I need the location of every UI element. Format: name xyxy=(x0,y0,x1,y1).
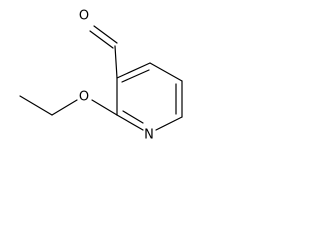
bond-c2-o xyxy=(91,99,118,116)
bond-c3-c4 xyxy=(116,62,151,79)
bond-ch2-ch3 xyxy=(19,95,53,116)
atom-oxygen-ether: O xyxy=(79,90,89,105)
bond-aldehyde-c-o-2 xyxy=(89,30,114,49)
bond-aldehyde-c-o-1 xyxy=(93,25,118,44)
bond-n-c2 xyxy=(116,114,144,131)
bond-c3-c4-inner xyxy=(121,69,150,83)
bond-c6-n xyxy=(155,116,183,131)
molecule-structure: O O N xyxy=(19,9,183,143)
bond-c4-c5 xyxy=(149,62,183,82)
bond-o-ch2 xyxy=(51,99,78,116)
atom-oxygen-aldehyde: O xyxy=(79,9,89,24)
atom-nitrogen-ring: N xyxy=(144,128,154,143)
bond-n-c2-inner xyxy=(122,110,144,124)
bond-ring-to-cho xyxy=(114,45,118,79)
